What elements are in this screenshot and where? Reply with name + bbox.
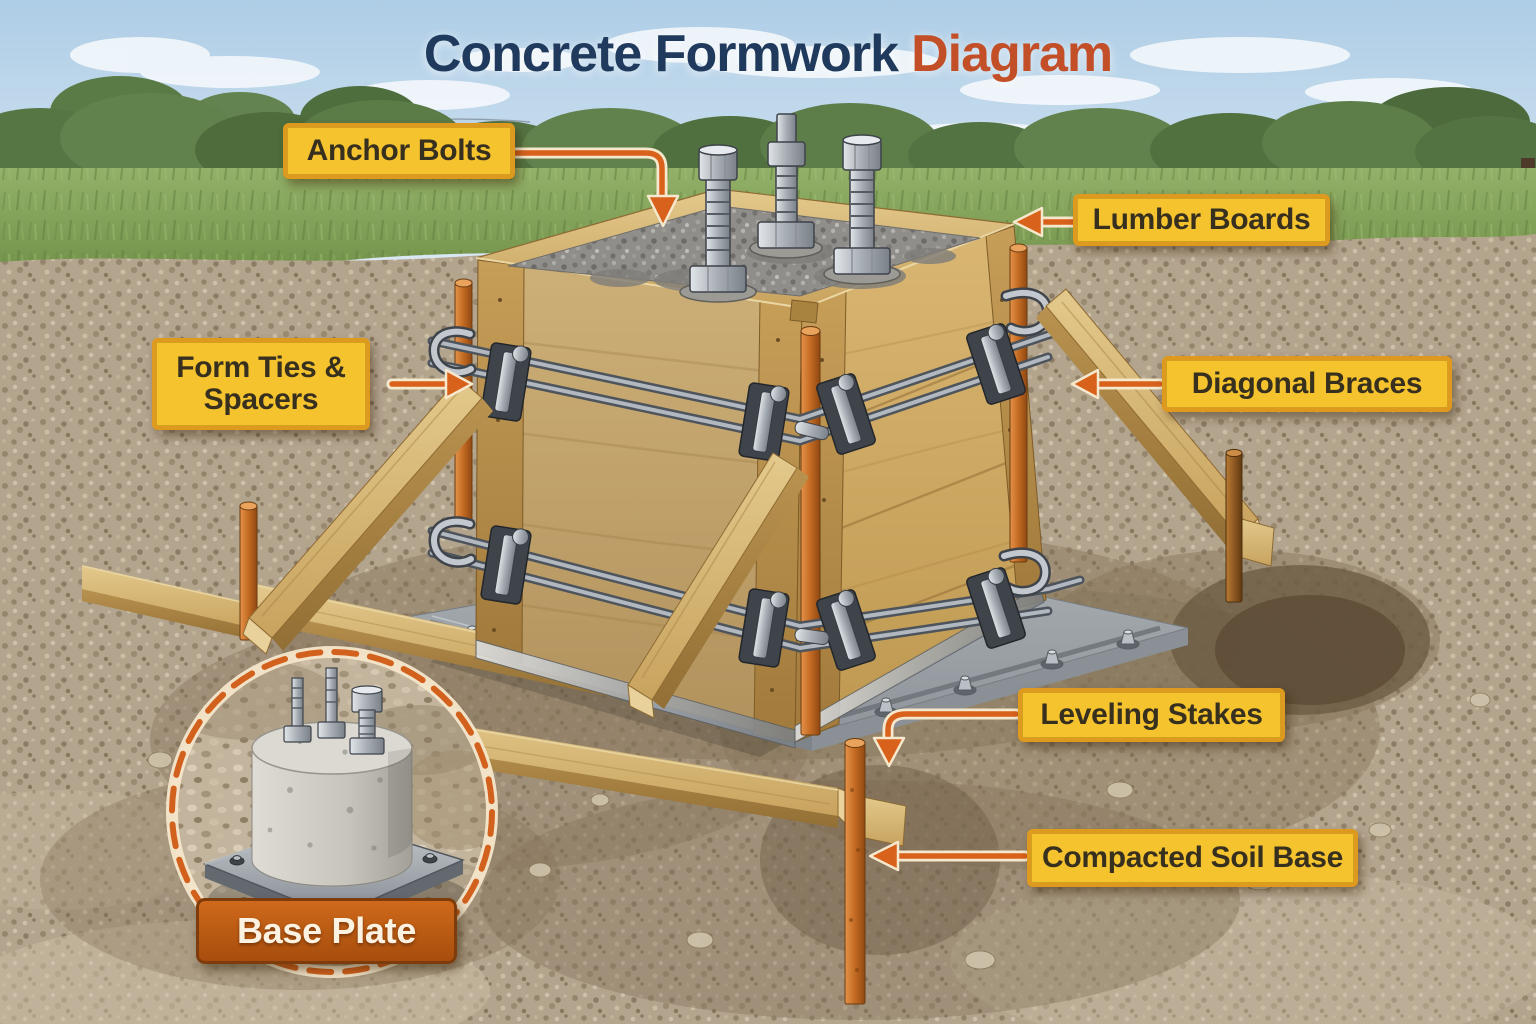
- anchor-bolt: [283, 667, 385, 755]
- clamp: [480, 525, 532, 605]
- arrow-diagonal-braces-icon: [1070, 368, 1166, 400]
- label-base-plate: Base Plate: [196, 898, 457, 964]
- diagonal-brace: [242, 377, 493, 655]
- concrete-cylinder: [251, 721, 413, 887]
- anchor-bolt: [679, 144, 757, 303]
- clamp: [816, 373, 876, 455]
- arrow-compacted-soil-icon: [868, 840, 1031, 872]
- tie-clamps: [480, 323, 1026, 671]
- label-anchor-bolts: Anchor Bolts: [283, 123, 515, 179]
- leveling-stake: [239, 501, 258, 641]
- clamp: [966, 567, 1026, 649]
- clamp: [966, 323, 1026, 405]
- anchor-bolt: [749, 113, 823, 259]
- inset-ring-dashed: [169, 649, 495, 975]
- diagonal-brace: [627, 452, 809, 719]
- formwork-box: [475, 113, 1047, 749]
- clamp: [738, 588, 790, 668]
- dug-hole: [1170, 565, 1430, 715]
- leveling-stake: [844, 738, 866, 1005]
- lumber-board: [81, 565, 269, 643]
- leveling-stake: [1225, 448, 1275, 603]
- label-diagonal-braces: Diagonal Braces: [1162, 356, 1452, 412]
- arrow-anchor-bolts-icon: [510, 147, 680, 228]
- title-accent: Diagram: [911, 25, 1113, 83]
- label-leveling-stakes: Leveling Stakes: [1018, 688, 1285, 742]
- callout-arrows: [386, 147, 1166, 872]
- arrow-leveling-stakes-icon: [872, 708, 1022, 768]
- clamp: [738, 382, 790, 462]
- anchor-bolt: [823, 134, 901, 285]
- label-form-ties-spacers: Form Ties & Spacers: [152, 338, 370, 430]
- label-compacted-soil-base: Compacted Soil Base: [1027, 829, 1358, 887]
- title-primary: Concrete Formwork: [423, 25, 899, 83]
- clamp: [480, 342, 532, 422]
- label-lumber-boards: Lumber Boards: [1073, 194, 1330, 246]
- arrow-lumber-boards-icon: [1012, 206, 1079, 238]
- arrow-form-ties-icon: [386, 368, 474, 400]
